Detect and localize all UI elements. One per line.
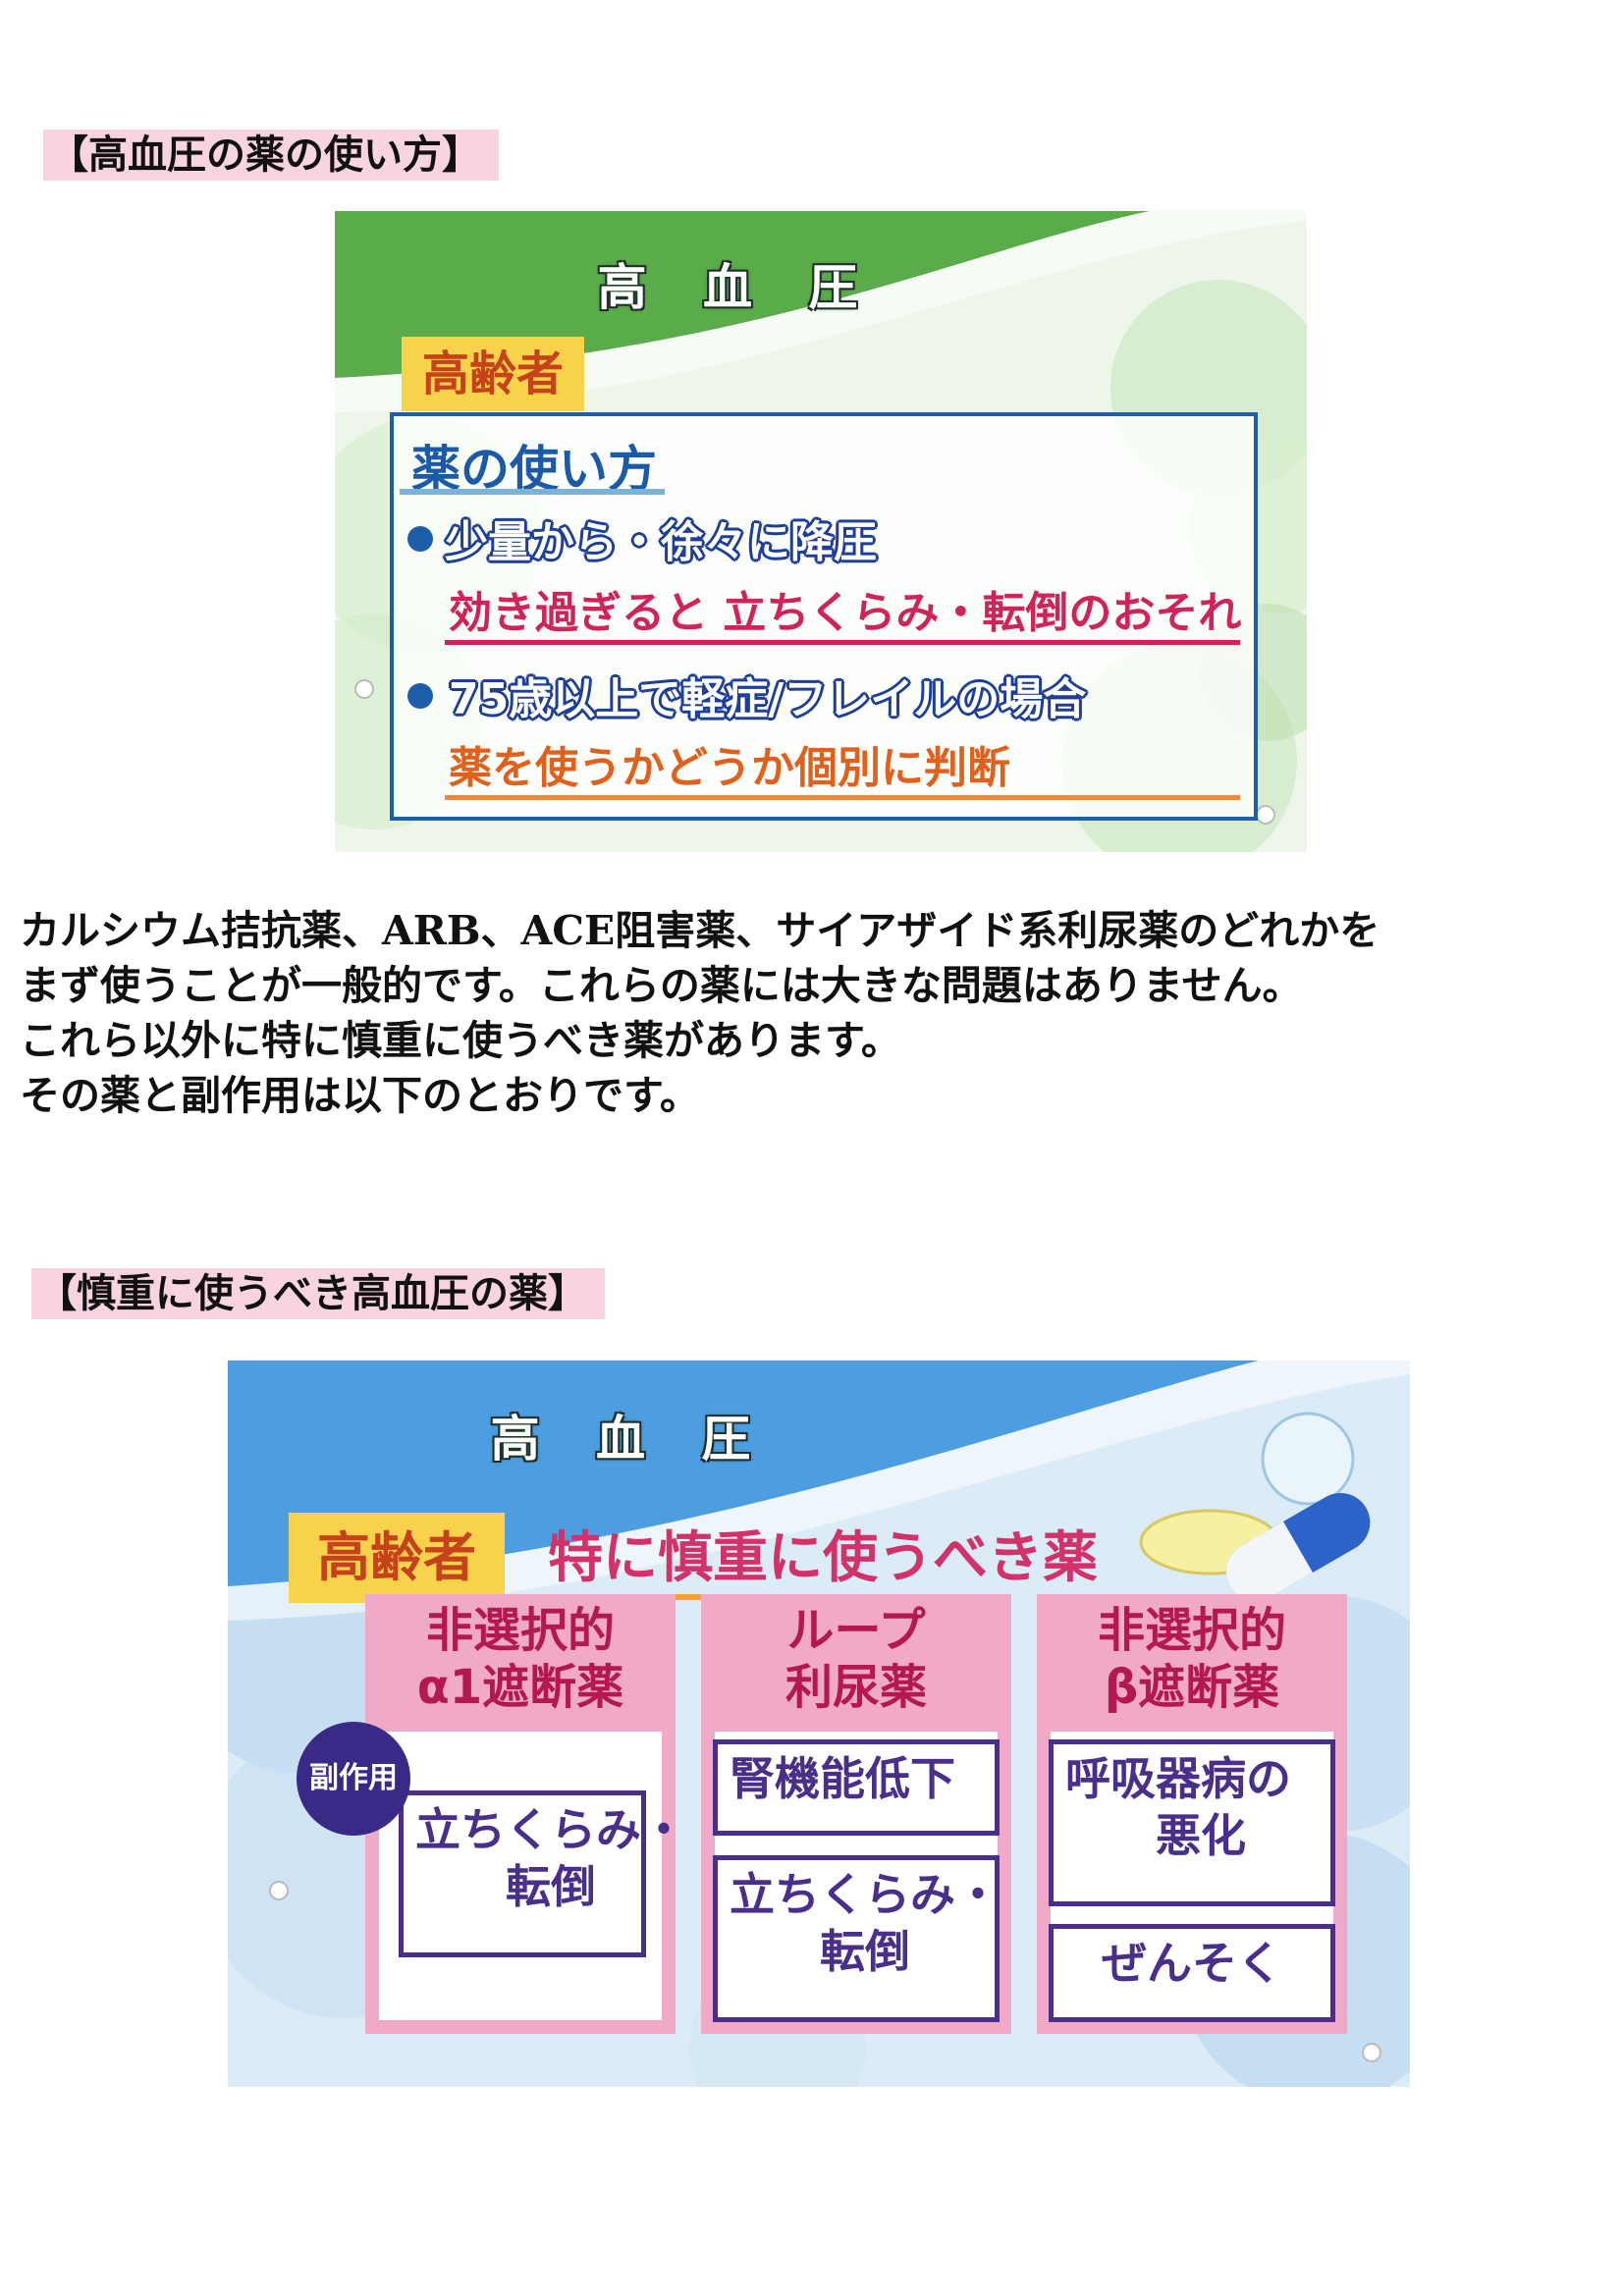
drug-name-line1: 非選択的 <box>425 1603 615 1658</box>
side-effect-dizziness: 立ちくらみ・ 転倒 <box>399 1790 686 1957</box>
slide-hypertension-usage: 高 血 圧 高齢者 薬の使い方 少量から・徐々に降圧 効き過ぎると 立ちくらみ・… <box>335 211 1307 852</box>
drug-column-beta-blocker: 非選択的 β遮断薬 呼吸器病の 悪化 ぜんそく <box>1037 1594 1347 2034</box>
slide2-title: 高 血 圧 <box>490 1411 771 1468</box>
caution-heading: 特に慎重に使うべき薬 <box>548 1526 1098 1590</box>
drug-name-line2: β遮断薬 <box>1104 1660 1280 1715</box>
bullet1-sub: 効き過ぎると 立ちくらみ・転倒のおそれ <box>449 588 1242 638</box>
drug-name-line1: ループ <box>786 1603 926 1658</box>
explanation-paragraph: カルシウム拮抗薬、ARB、ACE阻害薬、サイアザイド系利尿薬のどれかを まず使う… <box>20 903 1380 1123</box>
section-heading-usage: 【高血圧の薬の使い方】 <box>43 130 499 181</box>
slide-caution-drugs: 高 血 圧 高齢者 特に慎重に使うべき薬 非選択的 α1遮断薬 立ちくらみ・ 転… <box>228 1361 1410 2087</box>
paragraph-line: カルシウム拮抗薬、ARB、ACE阻害薬、サイアザイド系利尿薬のどれかを <box>20 907 1380 954</box>
bullet2-sub: 薬を使うかどうか個別に判断 <box>449 743 1010 793</box>
section-heading-caution: 【慎重に使うべき高血圧の薬】 <box>31 1268 605 1319</box>
side-effect-dizziness: 立ちくらみ・ 転倒 <box>713 1855 1001 2022</box>
drug-name-line2: α1遮断薬 <box>416 1660 624 1715</box>
side-effect-badge: 副作用 <box>297 1722 410 1836</box>
side-effect-respiratory: 呼吸器病の 悪化 <box>1049 1739 1335 1906</box>
side-effect-renal: 腎機能低下 <box>713 1739 1000 1836</box>
usage-box-title: 薬の使い方 <box>411 441 657 498</box>
drug-column-alpha1: 非選択的 α1遮断薬 立ちくらみ・ 転倒 <box>365 1594 686 2034</box>
paragraph-line: その薬と副作用は以下のとおりです。 <box>20 1072 700 1119</box>
bullet-dot-1 <box>407 526 433 552</box>
bullet1-underline <box>445 640 1240 645</box>
slide1-title: 高 血 圧 <box>597 259 878 316</box>
drug-name: 非選択的 β遮断薬 <box>1037 1602 1347 1716</box>
drug-name-line1: 非選択的 <box>1097 1603 1286 1658</box>
usage-box: 薬の使い方 少量から・徐々に降圧 効き過ぎると 立ちくらみ・転倒のおそれ 75歳… <box>390 412 1258 821</box>
drug-name: 非選択的 α1遮断薬 <box>365 1602 676 1716</box>
bullet2-underline <box>445 795 1240 800</box>
elderly-tag: 高齢者 <box>402 337 584 411</box>
bullet-dot-2 <box>407 683 433 709</box>
drug-name-line2: 利尿薬 <box>784 1660 927 1715</box>
pills-icon <box>1139 1412 1371 1601</box>
bullet2-main: 75歳以上で軽症/フレイルの場合 <box>449 674 1087 724</box>
drug-column-loop-diuretic: ループ 利尿薬 腎機能低下 立ちくらみ・ 転倒 <box>701 1594 1011 2034</box>
bullet1-main: 少量から・徐々に降圧 <box>445 517 877 567</box>
paragraph-line: まず使うことが一般的です。これらの薬には大きな問題はありません。 <box>20 962 1303 1009</box>
side-effect-asthma: ぜんそく <box>1049 1924 1335 2022</box>
paragraph-line: これら以外に特に慎重に使うべき薬があります。 <box>20 1017 901 1064</box>
drug-name: ループ 利尿薬 <box>701 1602 1011 1716</box>
usage-box-title-underline <box>400 489 665 495</box>
elderly-tag: 高齢者 <box>289 1513 505 1603</box>
